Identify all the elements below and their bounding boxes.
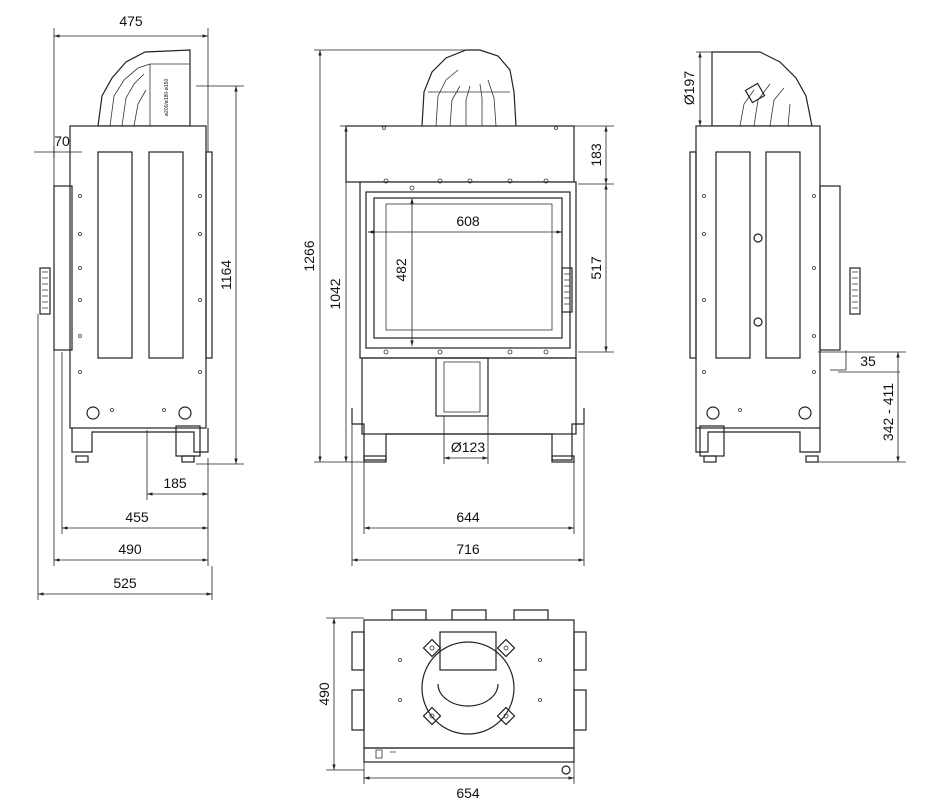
dim-front-644: 644 <box>456 509 480 525</box>
dim-left-490: 490 <box>118 541 142 557</box>
dim-left-1164: 1164 <box>218 260 234 290</box>
front-flue-spigot <box>421 49 517 127</box>
dim-front-517: 517 <box>588 256 604 280</box>
dim-front-716: 716 <box>456 541 480 557</box>
dim-right-35: 35 <box>860 353 876 369</box>
left-panel-1 <box>97 151 133 359</box>
dim-left-525: 525 <box>113 575 137 591</box>
front-body <box>345 125 575 183</box>
right-body <box>695 125 821 429</box>
front-door-handle[interactable] <box>561 267 573 313</box>
dim-left-70: 70 <box>54 133 70 149</box>
dim-right-342-411: 342 - 411 <box>880 383 896 441</box>
dim-top-654: 654 <box>456 785 480 801</box>
dim-front-608: 608 <box>456 213 480 229</box>
left-flue-spigot <box>97 49 191 127</box>
front-view: 1266 1042 608 482 183 517 Ø123 644 716 <box>301 49 614 566</box>
front-door-frame <box>359 181 577 359</box>
dim-right-d197: Ø197 <box>681 71 697 105</box>
right-panel-2 <box>765 151 801 359</box>
dim-top-490: 490 <box>316 682 332 706</box>
dim-front-482: 482 <box>393 258 409 282</box>
dim-front-1266: 1266 <box>301 240 317 271</box>
dim-front-1042: 1042 <box>327 278 343 309</box>
top-view: 490 654 <box>316 609 587 801</box>
dim-left-475: 475 <box>119 13 143 29</box>
front-air-inlet <box>435 357 489 417</box>
right-side-view: Ø197 35 342 - 411 <box>681 51 906 463</box>
right-flue-spigot <box>711 51 813 127</box>
right-panel-1 <box>715 151 751 359</box>
left-spigot-marking: ø200/ø180-ø150 <box>164 79 170 116</box>
dim-front-d123: Ø123 <box>451 439 485 455</box>
top-flue-collar <box>421 641 515 735</box>
left-side-view: ø200/ø180-ø150 475 <box>34 13 244 600</box>
left-panel-2 <box>148 151 184 359</box>
left-body <box>69 125 207 429</box>
dim-left-185: 185 <box>163 475 187 491</box>
dim-left-455: 455 <box>125 509 149 525</box>
dim-front-183: 183 <box>588 143 604 167</box>
top-body <box>363 619 575 749</box>
